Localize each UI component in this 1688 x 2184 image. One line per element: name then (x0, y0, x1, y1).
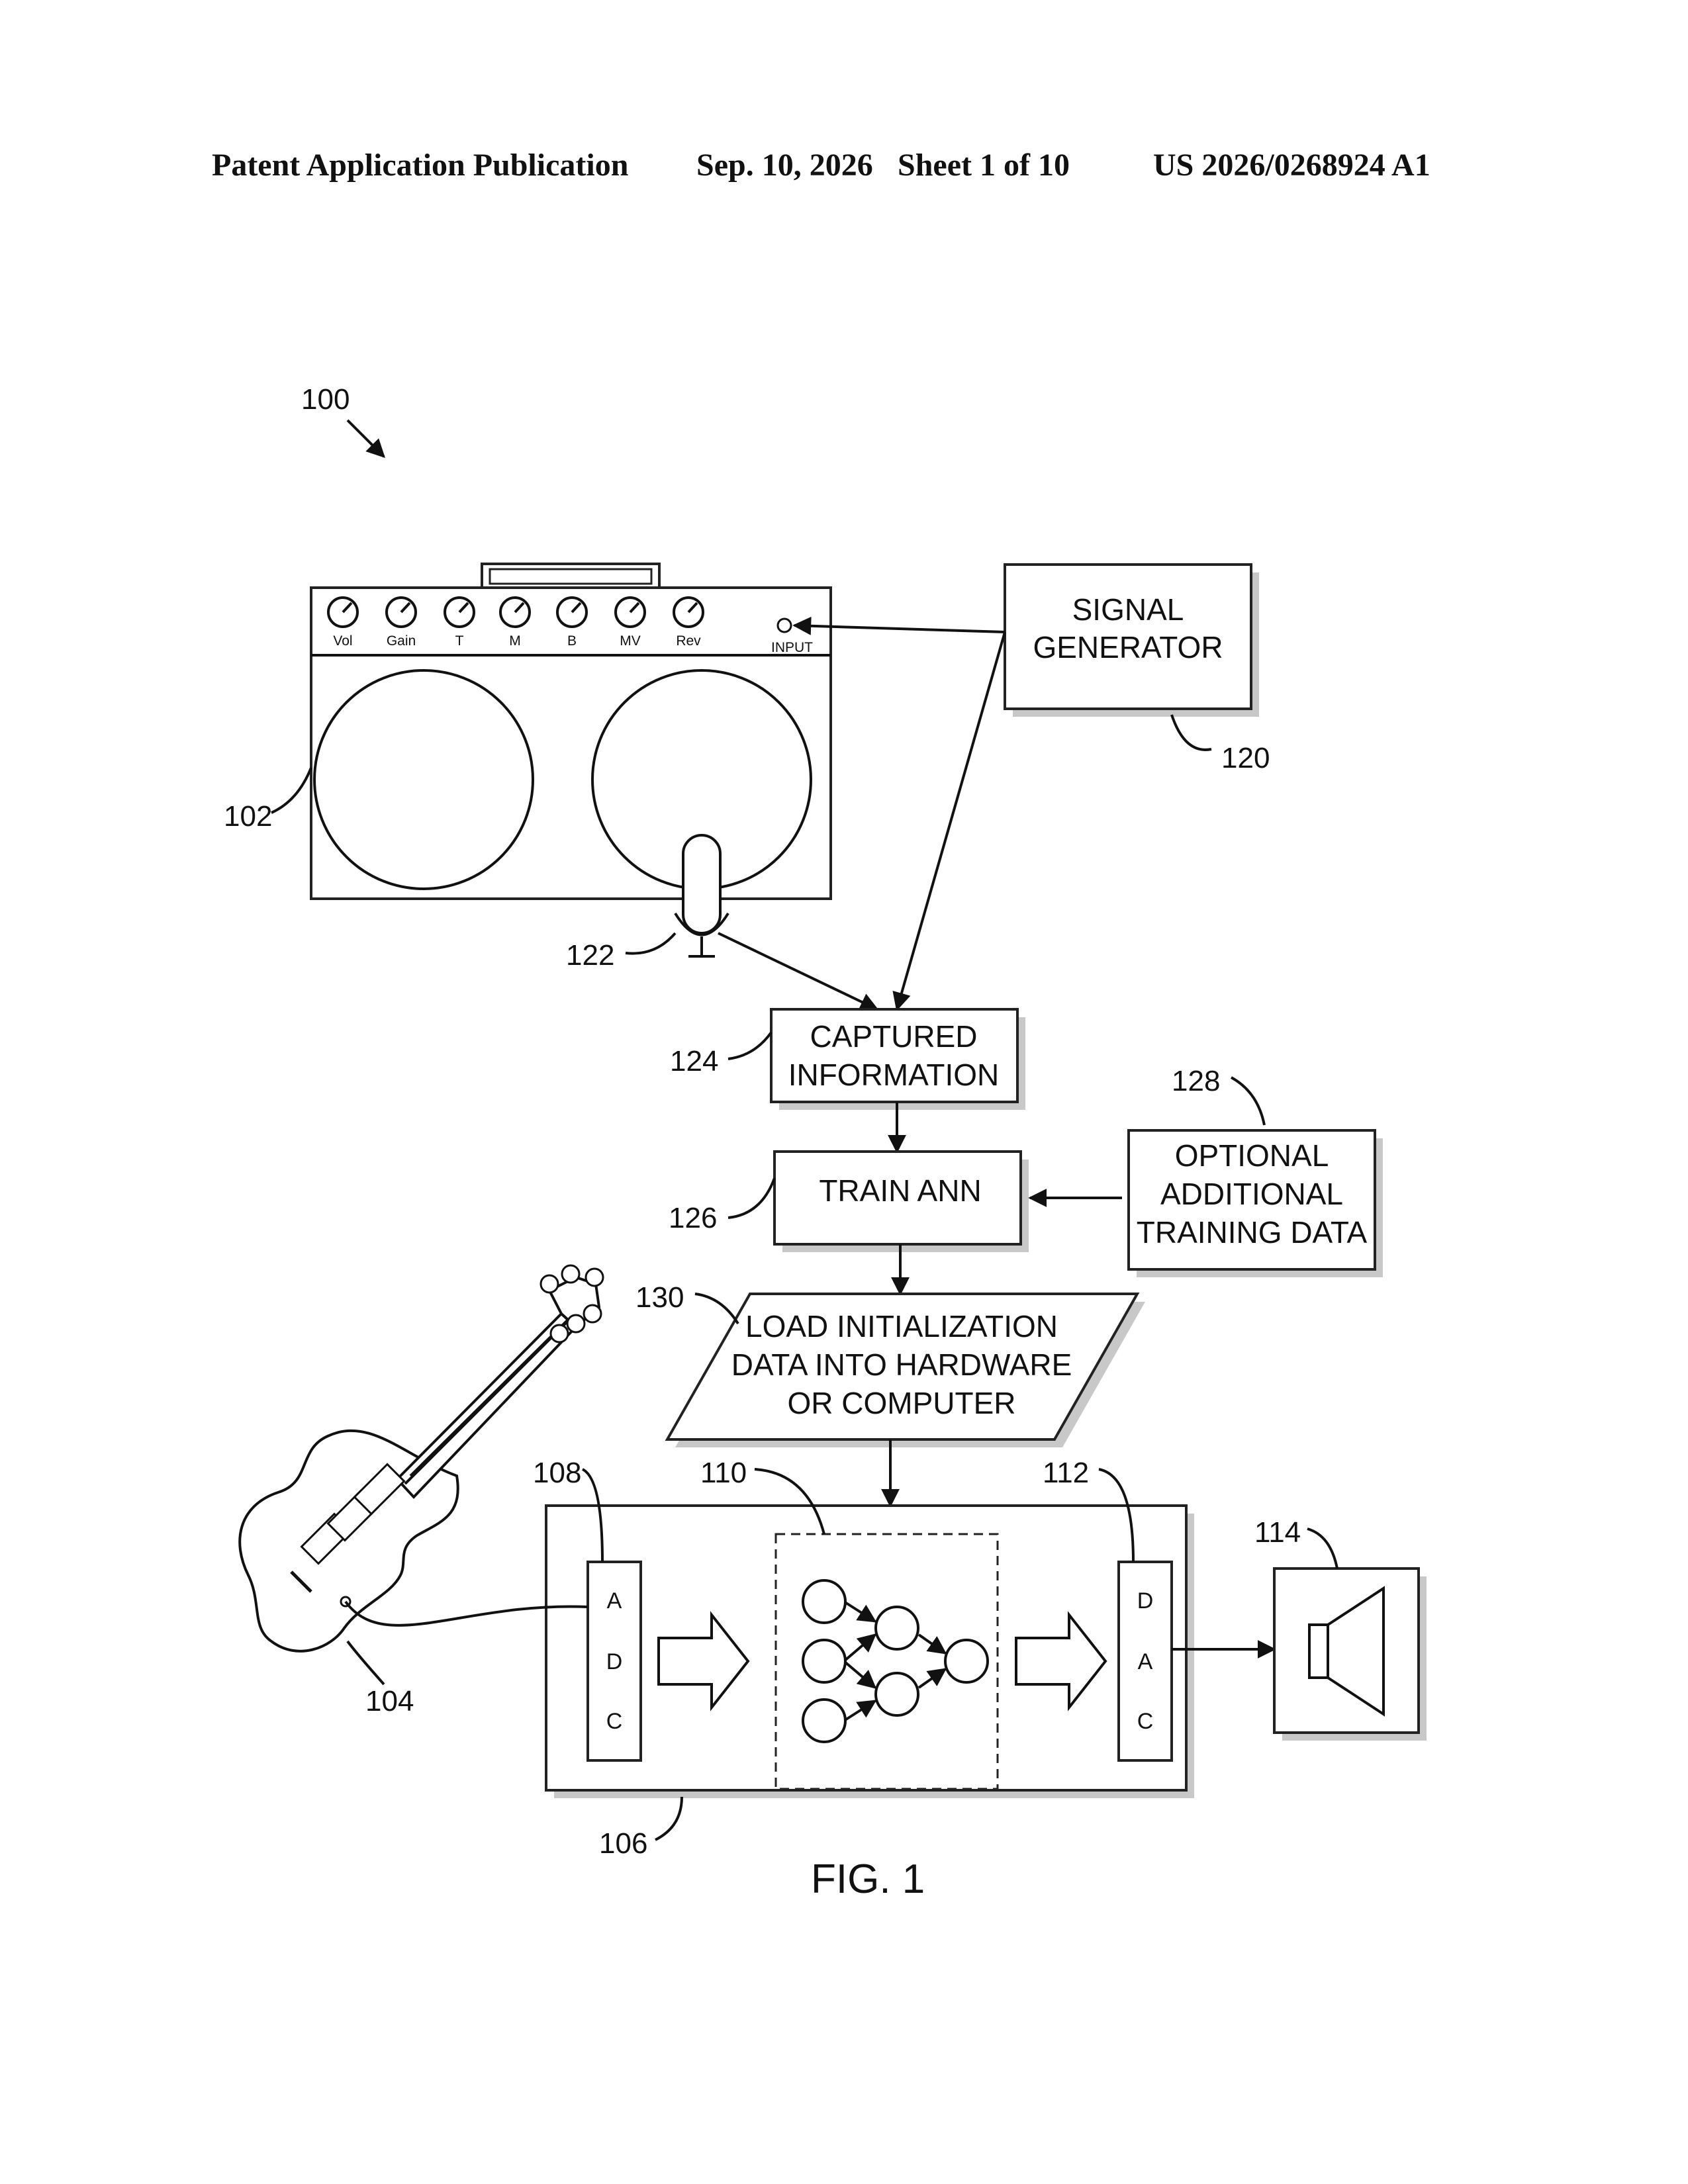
ref-load-label: 130 (635, 1281, 684, 1314)
amp-speaker-left (314, 670, 533, 889)
optional-line3: TRAINING DATA (1137, 1215, 1368, 1250)
microphone (675, 835, 728, 956)
ref-amplifier-leader (271, 768, 311, 813)
captured-line2: INFORMATION (788, 1058, 1000, 1092)
ref-system-arrow (348, 420, 384, 457)
ref-signal-generator-leader (1172, 715, 1211, 750)
arrow-mic-to-captured (718, 933, 877, 1009)
ref-adc-label: 108 (533, 1457, 581, 1489)
ref-load-leader (695, 1294, 738, 1324)
load-line1: LOAD INITIALIZATION (745, 1309, 1058, 1343)
ref-captured-label: 124 (670, 1045, 718, 1077)
ref-device-label: 106 (599, 1827, 647, 1860)
ref-amplifier-label: 102 (224, 800, 272, 833)
ref-speaker-leader (1307, 1529, 1337, 1569)
amp-knob-label: Vol (333, 633, 352, 649)
ref-dac-label: 112 (1043, 1457, 1089, 1489)
ref-speaker-label: 114 (1254, 1516, 1301, 1549)
train-line1: TRAIN ANN (819, 1173, 981, 1208)
ref-optional-label: 128 (1172, 1065, 1220, 1097)
optional-line2: ADDITIONAL (1160, 1177, 1343, 1211)
ref-microphone-label: 122 (566, 939, 614, 972)
ref-guitar-label: 104 (365, 1685, 414, 1717)
amp-knob-label: Gain (387, 633, 416, 649)
adc-letter-a: A (607, 1588, 622, 1614)
arrow-generator-to-captured (897, 632, 1005, 1009)
adc-letter-c: C (606, 1709, 623, 1734)
amp-knob-label: M (509, 633, 521, 649)
amplifier: Vol Gain T M B MV Rev INPUT (311, 564, 831, 899)
ref-guitar-leader (348, 1641, 384, 1684)
ref-optional-leader (1231, 1077, 1264, 1125)
ref-captured-leader (728, 1032, 771, 1059)
ref-train-leader (728, 1178, 774, 1218)
amp-knob-label: Rev (676, 633, 701, 649)
load-line3: OR COMPUTER (788, 1386, 1016, 1420)
dac-letter-d: D (1137, 1588, 1154, 1614)
ref-system-label: 100 (301, 383, 350, 416)
optional-line1: OPTIONAL (1175, 1138, 1329, 1173)
ref-ann-label: 110 (700, 1457, 747, 1489)
ref-device-leader (655, 1797, 682, 1840)
ref-train-label: 126 (669, 1202, 717, 1234)
adc-letter-d: D (606, 1649, 623, 1674)
figure-caption: FIG. 1 (811, 1856, 925, 1902)
signal-generator-line1: SIGNAL (1072, 592, 1184, 627)
amp-knob-label: T (455, 633, 464, 649)
ref-microphone-leader (626, 933, 675, 954)
amp-input-label: INPUT (771, 640, 813, 655)
ref-signal-generator-label: 120 (1221, 742, 1270, 774)
amp-input-jack (778, 619, 791, 632)
amp-knob-label: MV (620, 633, 641, 649)
amp-knob-label: B (567, 633, 577, 649)
dac-letter-a: A (1138, 1649, 1153, 1674)
captured-line1: CAPTURED (810, 1019, 977, 1054)
load-line2: DATA INTO HARDWARE (731, 1347, 1072, 1382)
signal-generator-line2: GENERATOR (1033, 630, 1223, 664)
dac-letter-c: C (1137, 1709, 1154, 1734)
